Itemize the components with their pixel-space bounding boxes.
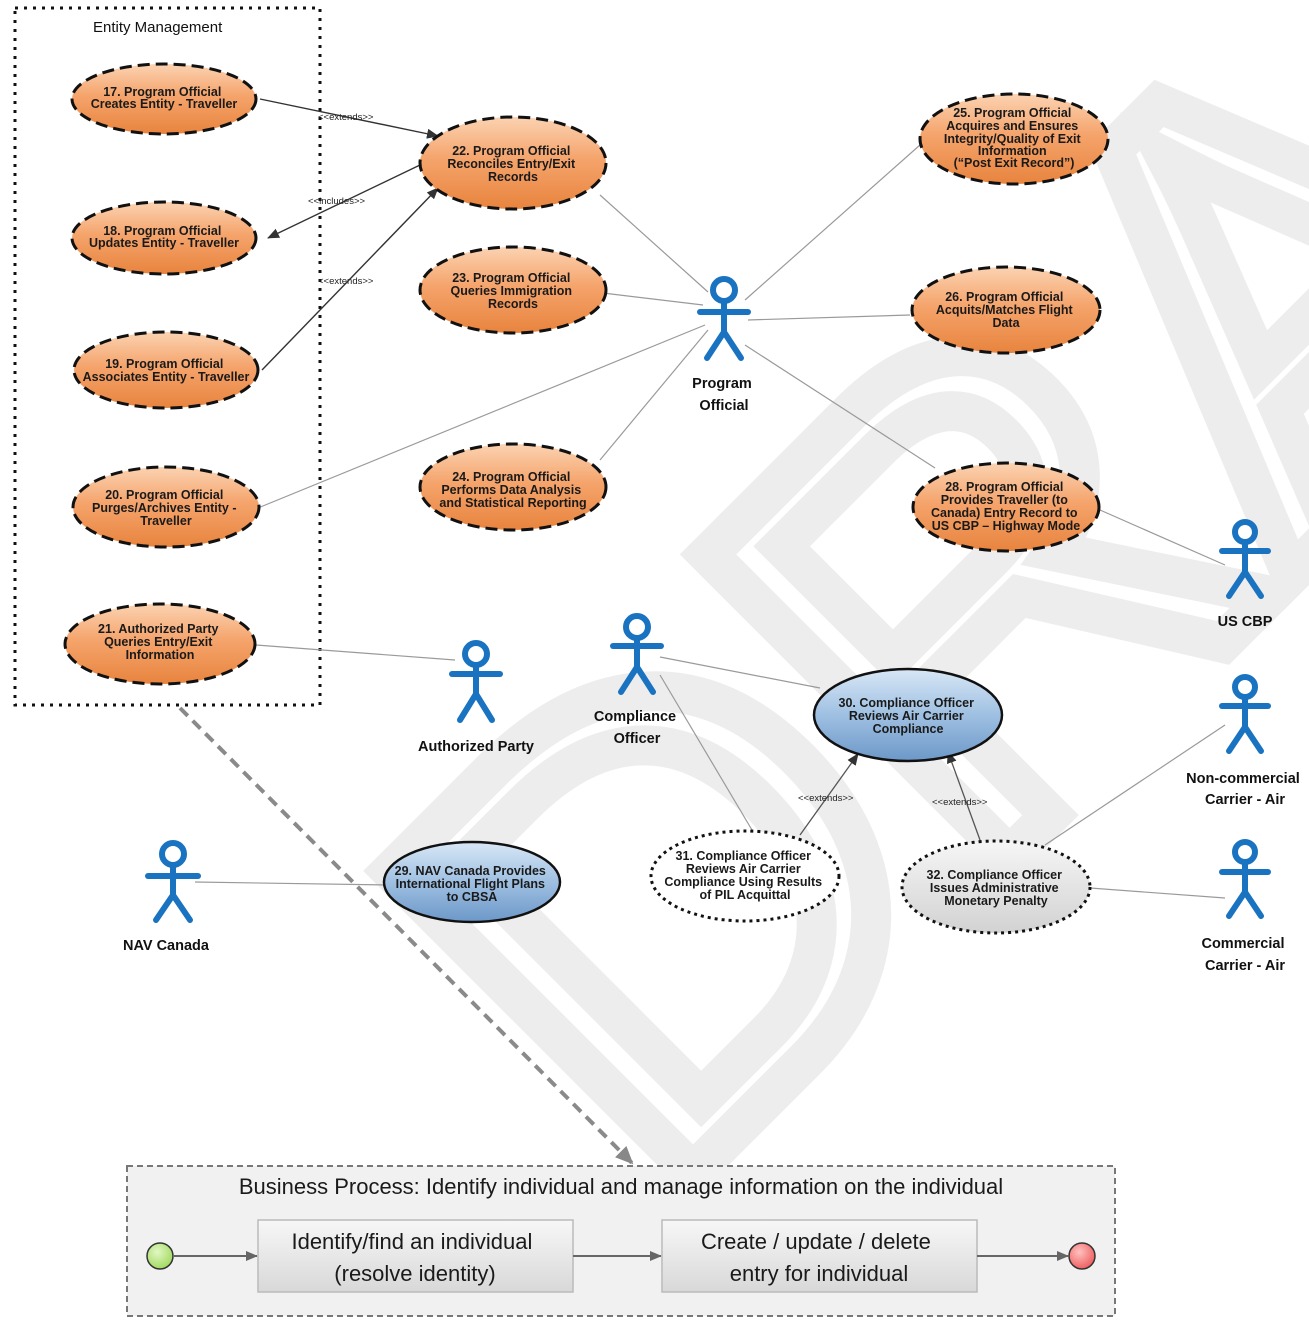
use-case-30[interactable]: 30. Compliance Officer Reviews Air Carri… [812, 667, 1004, 763]
use-case-23-label: 23. Program Official Queries Immigration… [450, 271, 575, 311]
dep-31-30-label: <<extends>> [798, 793, 854, 804]
group-boundary [13, 6, 322, 707]
dependencies: <<extends>> <<includes>> <<extends>> <<e… [259, 98, 988, 841]
use-case-26-label: 26. Program Official Acquits/Matches Fli… [936, 290, 1076, 330]
process-step-2[interactable]: Create / update / delete entry for indiv… [661, 1219, 978, 1293]
end-node [1068, 1242, 1096, 1270]
use-case-22[interactable]: 22. Program Official Reconciles Entry/Ex… [418, 115, 608, 211]
group-label: Entity Management [93, 19, 223, 36]
use-case-28-label: 28. Program Official Provides Traveller … [931, 480, 1081, 533]
dep-17-22-label: <<extends>> [318, 112, 374, 123]
assoc-25-program-official [744, 144, 921, 301]
actor-us-cbp-label: US CBP [1218, 614, 1273, 630]
actor-non-commercial-carrier[interactable] [1219, 674, 1271, 754]
use-case-26[interactable]: 26. Program Official Acquits/Matches Fli… [910, 265, 1102, 355]
assoc-32-non-commercial [1044, 724, 1226, 846]
assoc-28-program-official [744, 344, 936, 469]
draft-watermark: DRAFT [241, 0, 1309, 1322]
dep-32-30 [947, 751, 981, 841]
use-case-28[interactable]: 28. Program Official Provides Traveller … [911, 461, 1101, 553]
use-case-29[interactable]: 29. NAV Canada Provides International Fl… [382, 840, 562, 924]
use-case-17[interactable]: 17. Program Official Creates Entity - Tr… [70, 62, 258, 136]
process-step-1-label: Identify/find an individual (resolve ide… [291, 1229, 538, 1286]
use-case-21-label: 21. Authorized Party Queries Entry/Exit … [98, 622, 222, 662]
assoc-compliance-30 [659, 656, 821, 689]
entity-management-group: Entity Management [13, 6, 322, 707]
actor-us-cbp[interactable] [1219, 519, 1271, 599]
use-case-18[interactable]: 18. Program Official Updates Entity - Tr… [70, 200, 258, 276]
actor-commercial-carrier[interactable] [1219, 839, 1271, 919]
assoc-28-us-cbp [1099, 509, 1226, 566]
actor-nav-canada[interactable] [145, 840, 201, 923]
dep-32-30-label: <<extends>> [932, 797, 988, 808]
use-case-19[interactable]: 19. Program Official Associates Entity -… [72, 330, 260, 410]
use-case-32[interactable]: 32. Compliance Officer Issues Administra… [900, 839, 1092, 935]
use-case-17-label: 17. Program Official Creates Entity - Tr… [91, 85, 238, 111]
actor-non-commercial-carrier-label: Non-commercial Carrier - Air [1186, 771, 1304, 808]
actor-nav-canada-label: NAV Canada [123, 938, 210, 954]
use-case-24[interactable]: 24. Program Official Performs Data Analy… [418, 442, 608, 532]
use-case-25-label: 25. Program Official Acquires and Ensure… [944, 106, 1084, 170]
actor-commercial-carrier-label: Commercial Carrier - Air [1201, 936, 1288, 974]
actor-authorized-party[interactable] [449, 640, 503, 723]
business-process: Business Process: Identify individual an… [126, 1165, 1116, 1317]
use-case-31-label: 31. Compliance Officer Reviews Air Carri… [664, 849, 825, 902]
use-case-29-label: 29. NAV Canada Provides International Fl… [395, 864, 550, 904]
use-case-30-label: 30. Compliance Officer Reviews Air Carri… [839, 696, 978, 736]
actor-program-official-label: Program Official [692, 376, 756, 414]
assoc-compliance-31 [659, 674, 753, 831]
dep-19-22-label: <<extends>> [318, 276, 374, 287]
business-process-title: Business Process: Identify individual an… [239, 1174, 1003, 1199]
actor-program-official[interactable] [697, 276, 751, 361]
use-case-31[interactable]: 31. Compliance Officer Reviews Air Carri… [649, 829, 841, 923]
use-case-20-label: 20. Program Official Purges/Archives Ent… [92, 488, 240, 528]
assoc-21-authorized-party [255, 644, 456, 661]
start-node [146, 1242, 174, 1270]
use-case-23[interactable]: 23. Program Official Queries Immigration… [418, 245, 608, 335]
dep-19-22 [261, 187, 439, 371]
dep-17-22 [259, 98, 439, 139]
use-case-22-label: 22. Program Official Reconciles Entry/Ex… [447, 144, 578, 184]
dep-22-18 [267, 164, 421, 239]
actor-compliance-officer-label: Compliance Officer [594, 709, 680, 747]
actor-head [710, 276, 738, 304]
associations [194, 144, 1226, 899]
use-case-25[interactable]: 25. Program Official Acquires and Ensure… [918, 92, 1110, 186]
assoc-22-program-official [599, 194, 709, 293]
assoc-20-program-official [257, 324, 706, 509]
use-case-32-label: 32. Compliance Officer Issues Administra… [927, 868, 1066, 908]
assoc-23-program-official [602, 292, 704, 306]
actor-compliance-officer[interactable] [610, 613, 664, 695]
process-step-2-label: Create / update / delete entry for indiv… [701, 1229, 937, 1286]
use-case-18-label: 18. Program Official Updates Entity - Tr… [89, 224, 239, 250]
process-step-1[interactable]: Identify/find an individual (resolve ide… [257, 1219, 574, 1293]
assoc-nav-29 [194, 881, 389, 886]
dep-22-18-label: <<includes>> [308, 196, 365, 207]
actor-authorized-party-label: Authorized Party [418, 739, 534, 755]
assoc-32-commercial [1089, 887, 1226, 899]
use-case-24-label: 24. Program Official Performs Data Analy… [439, 470, 586, 510]
use-case-21[interactable]: 21. Authorized Party Queries Entry/Exit … [63, 602, 257, 686]
use-case-20[interactable]: 20. Program Official Purges/Archives Ent… [71, 465, 261, 549]
assoc-24-program-official [599, 329, 709, 461]
use-case-19-label: 19. Program Official Associates Entity -… [83, 357, 250, 384]
watermark-text: DRAFT [261, 0, 1309, 1302]
assoc-26-program-official [747, 314, 911, 321]
dep-31-30 [799, 753, 859, 836]
